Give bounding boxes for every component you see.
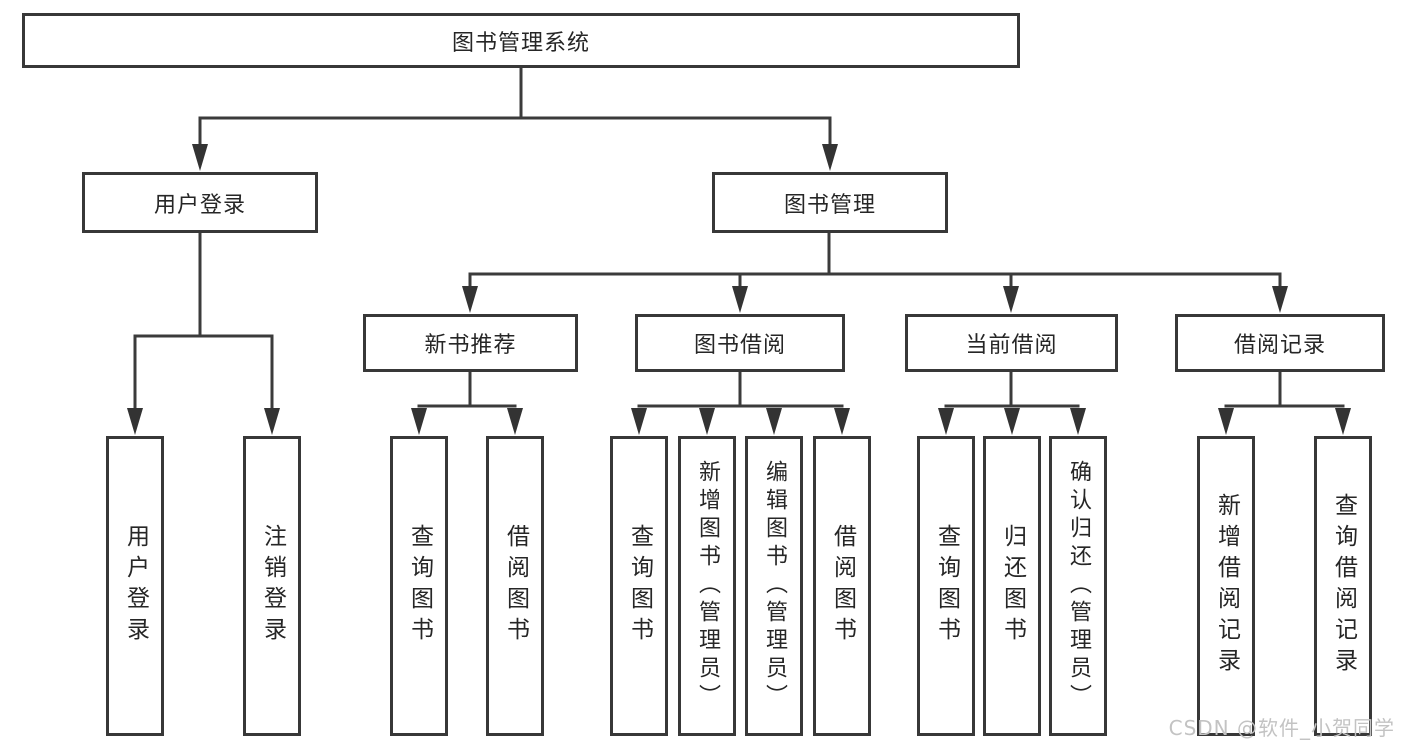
arrowhead-icon (462, 286, 478, 313)
leaf-query-book-current: 查询图书 (917, 436, 975, 736)
leaf-label: 用户登录 (122, 524, 149, 648)
leaf-label: 编辑图书（管理员） (762, 460, 787, 712)
leaf-confirm-return-admin: 确认归还（管理员） (1049, 436, 1107, 736)
node-current-borrow: 当前借阅 (905, 314, 1118, 372)
node-user-login: 用户登录 (82, 172, 318, 233)
leaf-label: 借阅图书 (502, 524, 529, 648)
arrowhead-icon (834, 408, 850, 435)
leaf-logout: 注销登录 (243, 436, 301, 736)
arrowhead-icon (127, 408, 143, 435)
leaf-label: 查询图书 (626, 524, 653, 648)
arrowhead-icon (938, 408, 954, 435)
leaf-label: 注销登录 (259, 524, 286, 648)
leaf-label: 确认归还（管理员） (1066, 460, 1091, 712)
arrowhead-icon (1272, 286, 1288, 313)
leaf-borrow-book: 借阅图书 (813, 436, 871, 736)
arrowhead-icon (1335, 408, 1351, 435)
arrowhead-icon (1070, 408, 1086, 435)
arrowhead-icon (411, 408, 427, 435)
arrowhead-icon (264, 408, 280, 435)
node-root-label: 图书管理系统 (451, 30, 590, 56)
arrowhead-icon (631, 408, 647, 435)
leaf-query-book-borrow: 查询图书 (610, 436, 668, 736)
arrowhead-icon (699, 408, 715, 435)
node-user-login-label: 用户登录 (153, 192, 246, 218)
leaf-label: 查询图书 (406, 524, 433, 648)
leaf-return-book: 归还图书 (983, 436, 1041, 736)
leaf-add-borrow-record: 新增借阅记录 (1197, 436, 1255, 736)
arrowhead-icon (1218, 408, 1234, 435)
leaf-edit-book-admin: 编辑图书（管理员） (745, 436, 803, 736)
node-book-borrow: 图书借阅 (635, 314, 845, 372)
csdn-watermark: CSDN @软件_小贺同学 (1168, 716, 1395, 740)
leaf-label: 新增图书（管理员） (695, 460, 720, 712)
leaf-label: 查询图书 (933, 524, 960, 648)
node-book-management: 图书管理 (712, 172, 948, 233)
leaf-label: 新增借阅记录 (1213, 493, 1240, 679)
node-new-book-recommend: 新书推荐 (363, 314, 578, 372)
leaf-label: 查询借阅记录 (1330, 493, 1357, 679)
leaf-label: 借阅图书 (829, 524, 856, 648)
arrowhead-icon (766, 408, 782, 435)
leaf-label: 归还图书 (999, 524, 1026, 648)
arrowhead-icon (1003, 286, 1019, 313)
arrowhead-icon (192, 144, 208, 171)
arrowhead-icon (1004, 408, 1020, 435)
arrowhead-icon (732, 286, 748, 313)
arrowhead-icon (822, 144, 838, 171)
leaf-borrow-book-recommend: 借阅图书 (486, 436, 544, 736)
group-label: 图书借阅 (693, 333, 786, 358)
arrowhead-icon (507, 408, 523, 435)
leaf-query-borrow-record: 查询借阅记录 (1314, 436, 1372, 736)
group-label: 当前借阅 (965, 333, 1058, 358)
node-book-management-label: 图书管理 (783, 192, 876, 218)
leaf-add-book-admin: 新增图书（管理员） (678, 436, 736, 736)
node-borrow-record: 借阅记录 (1175, 314, 1385, 372)
group-label: 新书推荐 (424, 333, 517, 358)
group-label: 借阅记录 (1233, 333, 1326, 358)
leaf-user-login: 用户登录 (106, 436, 164, 736)
leaf-query-book-recommend: 查询图书 (390, 436, 448, 736)
node-root-system: 图书管理系统 (22, 13, 1020, 68)
